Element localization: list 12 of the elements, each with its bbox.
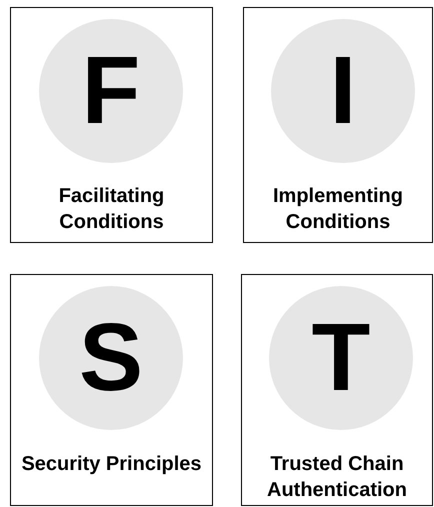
card bbox=[243, 7, 433, 243]
card-label: Facilitating Conditions bbox=[58, 184, 166, 235]
card bbox=[241, 274, 433, 506]
letter-circle: I bbox=[271, 19, 415, 163]
card-label: Implementing Conditions bbox=[272, 184, 404, 235]
card bbox=[10, 7, 213, 243]
letter-circle: F bbox=[39, 19, 183, 163]
card bbox=[10, 274, 213, 506]
letter-circle: T bbox=[269, 286, 413, 430]
card-label: Trusted Chain Authentication bbox=[266, 452, 408, 503]
letter-circle: S bbox=[39, 286, 183, 430]
card-label: Security Principles bbox=[20, 452, 203, 477]
